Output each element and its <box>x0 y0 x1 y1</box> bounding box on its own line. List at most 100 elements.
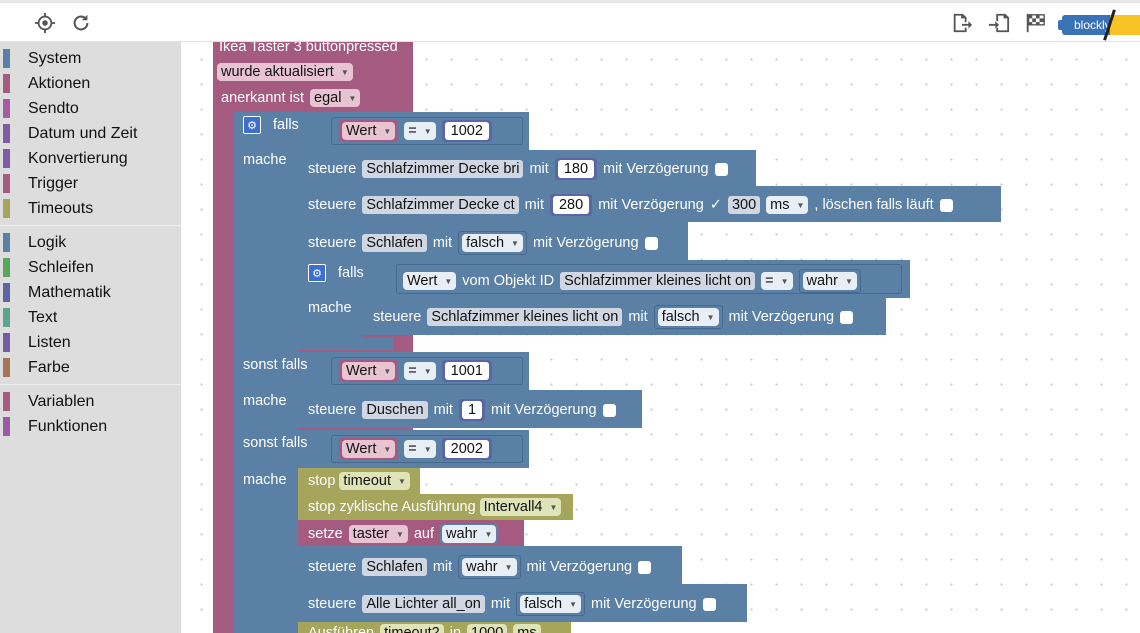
bool-block[interactable]: wahr▼ <box>798 269 861 293</box>
bool-block[interactable]: falsch▼ <box>516 592 585 616</box>
refresh-icon[interactable] <box>69 11 93 35</box>
unit-dropdown[interactable]: ms <box>513 624 541 633</box>
number-value[interactable]: 280 <box>552 196 590 214</box>
number-block[interactable]: 180 <box>554 158 598 180</box>
wert-dropdown[interactable]: Wert▼ <box>342 122 396 140</box>
dropdown-value: = <box>408 123 417 139</box>
operator-dropdown[interactable]: =▼ <box>404 122 436 140</box>
wert-dropdown[interactable]: Wert▼ <box>342 362 396 380</box>
locate-icon[interactable] <box>33 11 57 35</box>
timeout-name-field[interactable]: timeout2 <box>380 624 444 633</box>
number-value[interactable]: 1 <box>461 401 483 419</box>
object-id-field[interactable]: Schlafen <box>362 234 427 252</box>
dropdown-value: Wert <box>346 363 377 379</box>
clear-running-label: , löschen falls läuft <box>814 197 934 213</box>
category-trigger[interactable]: Trigger <box>0 171 181 196</box>
bool-dropdown[interactable]: falsch▼ <box>462 234 523 252</box>
delay-checkbox[interactable] <box>638 560 652 574</box>
category-system[interactable]: System <box>0 46 181 71</box>
import-icon[interactable] <box>987 11 1011 35</box>
number-value[interactable]: 1002 <box>444 122 489 140</box>
category-color <box>3 74 10 93</box>
unit-dropdown[interactable]: ms▼ <box>766 196 809 214</box>
delay-checkbox[interactable] <box>644 236 658 250</box>
number-value[interactable]: 2002 <box>444 440 489 458</box>
wert-block[interactable]: Wert▼ <box>339 438 399 460</box>
category-text[interactable]: Text <box>0 305 181 330</box>
falls-label: falls <box>338 265 364 281</box>
delay-checkbox[interactable] <box>714 162 728 176</box>
operator-dropdown[interactable]: =▼ <box>404 440 436 458</box>
mache-label: mache <box>243 393 287 409</box>
delay-checkbox[interactable] <box>602 403 616 417</box>
timeout-dropdown[interactable]: timeout▼ <box>339 472 410 490</box>
bool-block[interactable]: falsch▼ <box>458 231 527 255</box>
category-mathematik[interactable]: Mathematik <box>0 280 181 305</box>
number-block[interactable]: 1 <box>458 399 486 421</box>
gear-icon[interactable]: ⚙ <box>308 264 326 282</box>
category-variablen[interactable]: Variablen <box>0 389 181 414</box>
category-konvertierung[interactable]: Konvertierung <box>0 146 181 171</box>
bool-dropdown[interactable]: falsch▼ <box>657 308 719 326</box>
category-listen[interactable]: Listen <box>0 330 181 355</box>
object-id-field[interactable]: Schlafzimmer Decke ct <box>362 196 519 214</box>
blockly-tab[interactable]: blockly <box>1058 15 1119 35</box>
number-block[interactable]: 280 <box>549 194 593 216</box>
export-icon[interactable] <box>950 11 974 35</box>
clear-running-checkbox[interactable] <box>939 198 953 212</box>
chevron-down-icon: ▼ <box>484 529 493 539</box>
checkered-flag-icon[interactable] <box>1023 11 1047 35</box>
delay-checkbox-checked[interactable]: ✓ <box>709 197 722 213</box>
mache-label: mache <box>243 152 287 168</box>
wert-block[interactable]: Wert▼ <box>339 360 399 382</box>
timeout-ms-field[interactable]: 1000 <box>467 624 508 633</box>
bool-dropdown[interactable]: wahr▼ <box>802 272 857 290</box>
blockly-workspace[interactable]: Ikea Taster 3 buttonpressed wurde aktual… <box>181 42 1140 633</box>
category-color <box>3 99 10 118</box>
interval-dropdown[interactable]: Intervall4▼ <box>479 498 562 516</box>
category-funktionen[interactable]: Funktionen <box>0 414 181 439</box>
bool-block[interactable]: wahr▼ <box>440 524 499 544</box>
dropdown-value: timeout <box>343 473 391 489</box>
category-datum-und-zeit[interactable]: Datum und Zeit <box>0 121 181 146</box>
bool-dropdown[interactable]: wahr▼ <box>442 525 497 543</box>
bool-dropdown[interactable]: wahr▼ <box>462 558 517 576</box>
number-block[interactable]: 1001 <box>441 360 492 382</box>
delay-label: mit Verzögerung <box>532 235 639 251</box>
wert-dropdown[interactable]: Wert▼ <box>342 440 396 458</box>
object-id-field[interactable]: Schlafzimmer Decke bri <box>362 160 524 178</box>
wert-block[interactable]: Wert▼ <box>339 120 399 142</box>
bool-block[interactable]: falsch▼ <box>653 305 723 329</box>
variable-dropdown[interactable]: taster▼ <box>348 525 408 543</box>
steuere-label: steuere <box>308 161 357 177</box>
bool-block[interactable]: wahr▼ <box>458 555 521 579</box>
number-block[interactable]: 1002 <box>441 120 492 142</box>
delay-checkbox[interactable] <box>702 597 716 611</box>
category-farbe[interactable]: Farbe <box>0 355 181 380</box>
sonst-falls-label: sonst falls <box>243 435 308 451</box>
object-id-field[interactable]: Alle Lichter all_on <box>362 595 485 613</box>
delay-ms-field[interactable]: 300 <box>727 196 761 214</box>
category-logik[interactable]: Logik <box>0 230 181 255</box>
wert-dropdown[interactable]: Wert▼ <box>403 272 457 290</box>
number-block[interactable]: 2002 <box>441 438 492 460</box>
number-value[interactable]: 180 <box>557 160 595 178</box>
object-id-field[interactable]: Schlafen <box>362 558 427 576</box>
bool-dropdown[interactable]: falsch▼ <box>520 595 581 613</box>
category-aktionen[interactable]: Aktionen <box>0 71 181 96</box>
dropdown-value: Wert <box>346 441 377 457</box>
category-schleifen[interactable]: Schleifen <box>0 255 181 280</box>
object-id-field[interactable]: Schlafzimmer kleines licht on <box>427 308 623 326</box>
category-sendto[interactable]: Sendto <box>0 96 181 121</box>
gear-icon[interactable]: ⚙ <box>243 116 261 134</box>
object-id-field[interactable]: Schlafzimmer kleines licht on <box>560 272 756 290</box>
category-timeouts[interactable]: Timeouts <box>0 196 181 221</box>
yellow-tab[interactable] <box>1110 15 1140 35</box>
trigger-event-dropdown[interactable]: wurde aktualisiert▼ <box>217 63 353 81</box>
delay-checkbox[interactable] <box>840 310 854 324</box>
operator-dropdown[interactable]: =▼ <box>404 362 436 380</box>
operator-dropdown[interactable]: =▼ <box>761 272 793 290</box>
ack-dropdown[interactable]: egal▼ <box>310 89 361 107</box>
number-value[interactable]: 1001 <box>444 362 489 380</box>
object-id-field[interactable]: Duschen <box>362 401 428 419</box>
